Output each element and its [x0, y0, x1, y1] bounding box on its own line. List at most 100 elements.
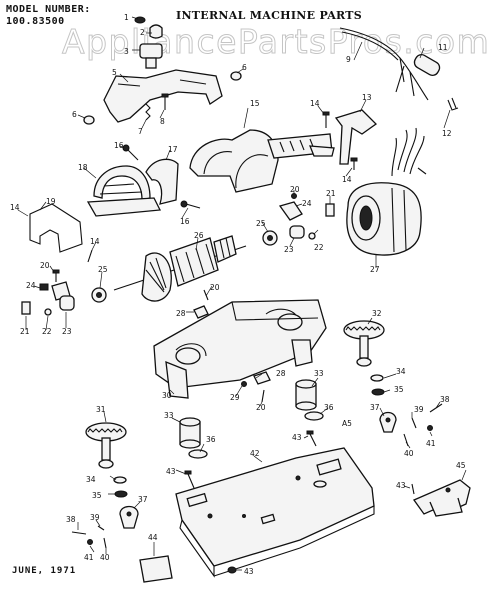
callout-3: 3: [124, 47, 129, 56]
callout-30: 30: [162, 391, 172, 400]
callout-14c: 14: [10, 203, 20, 212]
part-screw-43c: [411, 483, 415, 495]
model-number-caption: MODEL NUMBER:: [6, 4, 91, 15]
callout-11: 11: [438, 43, 448, 52]
part-screw-41b: [427, 425, 433, 431]
part-bushing-33b: [295, 379, 317, 411]
callout-37a: 37: [138, 495, 148, 504]
part-bushing-33a: [179, 417, 201, 449]
callout-41b: 41: [426, 439, 436, 448]
part-screw-20d: [261, 389, 265, 403]
callout-29: 29: [230, 393, 240, 402]
part-pin-29: [241, 381, 247, 387]
callout-43d: 43: [244, 567, 254, 576]
part-gear-31: [85, 422, 127, 469]
part-clip-21a: [21, 301, 31, 315]
callout-45: 45: [456, 461, 466, 470]
callout-38a: 38: [66, 515, 76, 524]
part-pin-38a: [71, 531, 87, 535]
callout-16b: 16: [180, 217, 190, 226]
part-screw-43a: [184, 470, 195, 489]
part-washer-35b: [371, 388, 385, 396]
callout-28b: 28: [276, 369, 286, 378]
part-screw-1: [134, 16, 146, 24]
part-plate-44: [139, 555, 173, 583]
part-screw-14b: [350, 157, 358, 170]
part-screw-43b: [306, 430, 317, 447]
callout-20d: 20: [256, 403, 266, 412]
callout-41a: 41: [84, 553, 94, 562]
callout-21b: 21: [326, 189, 336, 198]
callout-44: 44: [148, 533, 158, 542]
part-plug-11: [413, 53, 441, 77]
part-washer-22b: [308, 232, 316, 240]
callout-28a: 28: [176, 309, 186, 318]
callout-20c: 20: [210, 283, 220, 292]
callout-25a: 25: [98, 265, 108, 274]
part-gear-32: [343, 320, 385, 367]
callout-40a: 40: [100, 553, 110, 562]
part-eccentric-37a: [119, 505, 139, 529]
callout-23b: 23: [284, 245, 294, 254]
part-clip-21b: [325, 203, 335, 217]
callout-labels: 1 2 3 5 6 6 7 8 9 11 12 13 14 14 14 14 1…: [10, 13, 466, 576]
callout-1: 1: [124, 13, 129, 22]
part-washer-35a: [114, 490, 128, 498]
part-screw-14c: [87, 249, 93, 263]
callout-22a: 22: [42, 327, 52, 336]
part-nut-6a: [230, 71, 242, 81]
callout-16a: 16: [114, 141, 124, 150]
part-spring-7: [145, 103, 151, 121]
callout-22b: 22: [314, 243, 324, 252]
callout-14b: 14: [342, 175, 352, 184]
leader-lines: [17, 16, 467, 571]
callout-23a: 23: [62, 327, 72, 336]
callout-5: 5: [112, 68, 117, 77]
callout-43b: 43: [292, 433, 302, 442]
callout-7: 7: [138, 127, 143, 136]
callout-9: 9: [346, 55, 351, 64]
callout-18: 18: [78, 163, 88, 172]
part-screw-41a: [87, 539, 93, 545]
diagram-title: INTERNAL MACHINE PARTS: [176, 9, 363, 22]
callout-A5: A5: [342, 419, 352, 428]
callout-21a: 21: [20, 327, 30, 336]
callout-14a: 14: [310, 99, 320, 108]
part-screw-14a: [322, 111, 330, 128]
part-clip-2: [149, 24, 163, 39]
part-screw-40a: [103, 537, 107, 549]
callout-31: 31: [96, 405, 106, 414]
callout-20b: 20: [290, 185, 300, 194]
callout-43c: 43: [396, 481, 406, 490]
callout-33b: 33: [314, 369, 324, 378]
watermark: AppliancePartsPros.com: [61, 22, 491, 62]
part-screw-16b: [180, 200, 201, 209]
part-screw-43d: [227, 566, 237, 574]
callout-14d: 14: [90, 237, 100, 246]
callout-20a: 20: [40, 261, 50, 270]
part-screw-20b: [291, 193, 297, 199]
callout-39a: 39: [90, 513, 100, 522]
part-field-27: [346, 127, 427, 256]
part-nut-6b: [83, 115, 95, 125]
callout-43a: 43: [166, 467, 176, 476]
callout-6b: 6: [72, 110, 77, 119]
callout-15: 15: [250, 99, 260, 108]
callout-42: 42: [250, 449, 260, 458]
callout-8: 8: [160, 117, 165, 126]
part-screw-8: [161, 93, 169, 110]
part-washer-36a: [188, 449, 208, 459]
part-terminal-12: [447, 97, 459, 111]
part-pin-39a: [97, 525, 105, 531]
part-eccentric-37b: [379, 411, 397, 433]
part-wire-bracket-19: [29, 203, 83, 253]
part-screw-20c: [203, 289, 209, 301]
part-bearing-25a: [91, 287, 107, 303]
callout-38b: 38: [440, 395, 450, 404]
part-armature-26: [113, 235, 247, 302]
callout-24b: 24: [302, 199, 312, 208]
part-cord-9: [339, 27, 429, 101]
part-screw-20a: [52, 269, 60, 282]
callout-24a: 24: [26, 281, 36, 290]
